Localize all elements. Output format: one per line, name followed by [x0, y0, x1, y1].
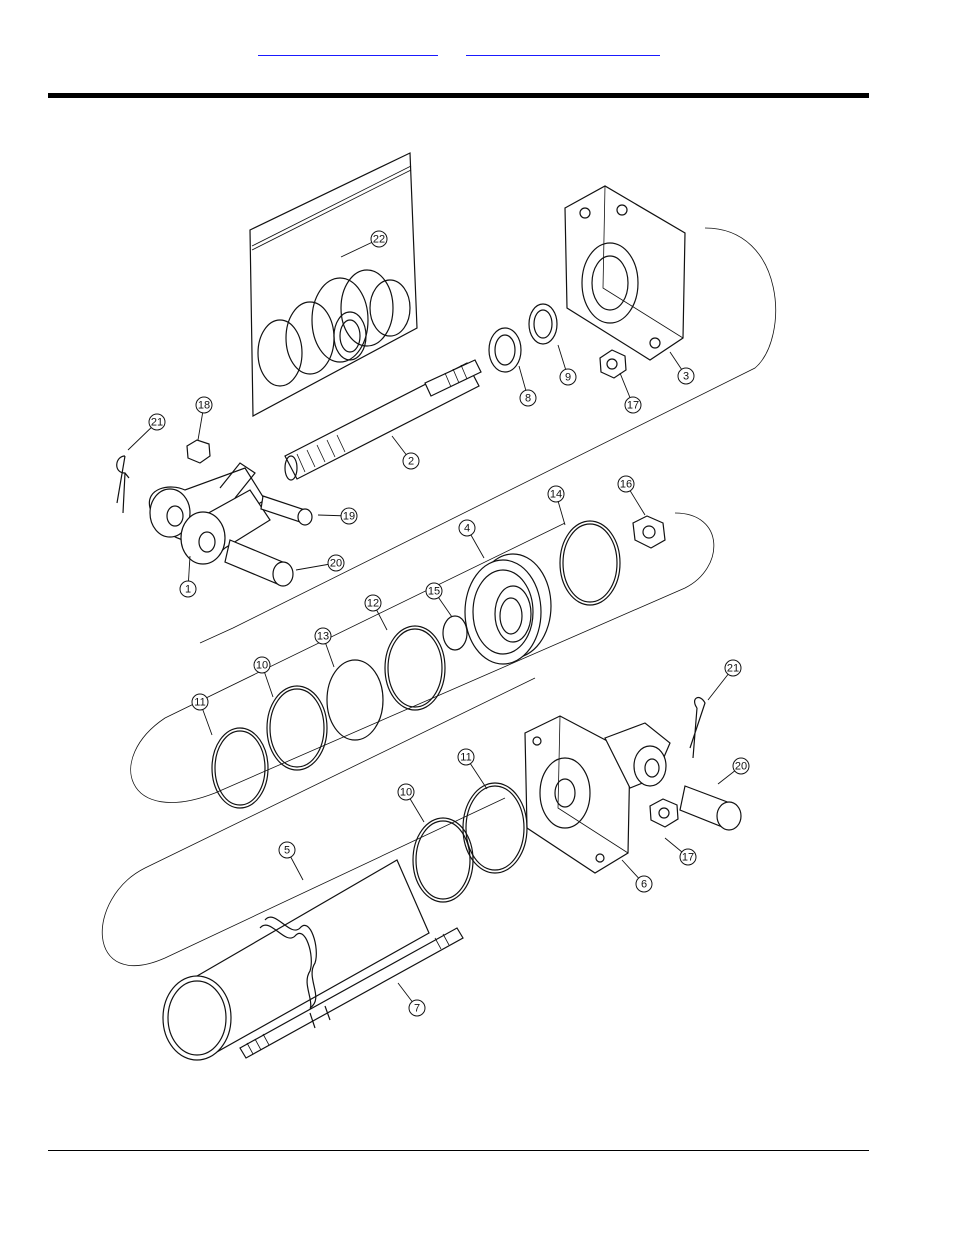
backup-ring-lower [413, 818, 473, 902]
callout-16: 16 [618, 476, 645, 515]
backup-ring [327, 660, 383, 740]
callout-number: 21 [151, 417, 163, 429]
o-ring-lower-inner [466, 786, 524, 870]
callout-13: 13 [315, 628, 334, 667]
callout-20: 20 [718, 758, 749, 784]
hair-pin-clip-upper [117, 456, 129, 513]
callout-12: 12 [365, 595, 387, 630]
callout-number: 3 [683, 371, 689, 383]
rod-end-cap [565, 186, 685, 360]
piston-nut [633, 516, 665, 548]
o-ring-middle-inner [215, 731, 265, 805]
header-link-left[interactable] [258, 41, 438, 56]
callout-number: 11 [194, 697, 205, 709]
backup-ring-lower-inner [416, 821, 470, 899]
piston-wear-ring-inner [563, 524, 617, 602]
callout-11: 11 [458, 749, 487, 789]
callout-17: 17 [665, 838, 696, 865]
clevis-nut [187, 440, 210, 463]
callout-10: 10 [398, 784, 424, 822]
piston-seal-a-inner [388, 629, 442, 707]
piston [465, 554, 551, 664]
callout-number: 12 [367, 598, 379, 610]
callout-number: 20 [330, 558, 342, 570]
piston-o-ring [443, 616, 467, 650]
callout-6: 6 [622, 860, 652, 892]
rod-seal-inner [534, 310, 552, 338]
header-link-right[interactable] [466, 41, 660, 56]
callout-number: 13 [317, 631, 329, 643]
callout-number: 8 [525, 393, 531, 405]
callout-15: 15 [426, 583, 452, 617]
callout-9: 9 [558, 345, 576, 385]
clevis-pin-lower [680, 786, 741, 830]
callout-number: 15 [428, 586, 440, 598]
clevis-pin-upper [225, 540, 293, 586]
callout-21: 21 [708, 660, 741, 700]
callout-number: 6 [641, 879, 647, 891]
o-ring-middle [212, 728, 268, 808]
callout-number: 9 [565, 372, 571, 384]
callout-10: 10 [254, 657, 273, 697]
callout-7: 7 [398, 983, 425, 1016]
base-end-cap [525, 716, 670, 873]
callout-3: 3 [670, 352, 694, 384]
hair-pin-clip-lower [690, 698, 705, 758]
callout-number: 22 [373, 234, 385, 246]
callout-number: 10 [400, 787, 412, 799]
callout-4: 4 [459, 520, 484, 558]
callout-number: 7 [414, 1003, 420, 1015]
callout-21: 21 [128, 414, 165, 450]
callout-18: 18 [196, 397, 212, 440]
callout-number: 17 [682, 852, 694, 864]
callout-number: 14 [550, 489, 562, 501]
callout-2: 2 [392, 436, 419, 469]
callout-20: 20 [296, 555, 344, 571]
seal-kit-bag [250, 153, 417, 416]
callout-number: 1 [185, 584, 191, 596]
hex-nut-upper [600, 350, 626, 378]
piston-wear-ring [560, 521, 620, 605]
exploded-cylinder-diagram: 22 3 9 8 17 18 21 2 19 14 16 4 15 12 20 1 13 10 11 21 20 11 10… [85, 138, 790, 1078]
rod-wiper-seal-inner [495, 335, 515, 365]
callout-number: 11 [460, 752, 471, 764]
header-rule [48, 93, 869, 98]
callout-number: 21 [727, 663, 739, 675]
callout-8: 8 [519, 366, 536, 406]
hex-nut-lower [650, 799, 678, 827]
callout-5: 5 [279, 842, 303, 880]
callout-17: 17 [620, 373, 641, 413]
callout-number: 16 [620, 479, 632, 491]
callout-19: 19 [318, 508, 357, 524]
callout-number: 19 [343, 511, 355, 523]
callout-number: 18 [198, 400, 210, 412]
footer-rule [48, 1150, 869, 1151]
callout-11: 11 [192, 694, 212, 735]
callout-number: 20 [735, 761, 747, 773]
callout-number: 5 [284, 845, 290, 857]
callout-number: 2 [408, 456, 414, 468]
piston-seal-a [385, 626, 445, 710]
callout-number: 10 [256, 660, 268, 672]
callout-14: 14 [548, 486, 565, 525]
callout-number: 4 [464, 523, 470, 535]
callout-number: 17 [627, 400, 639, 412]
piston-seal-b-inner [270, 689, 324, 767]
